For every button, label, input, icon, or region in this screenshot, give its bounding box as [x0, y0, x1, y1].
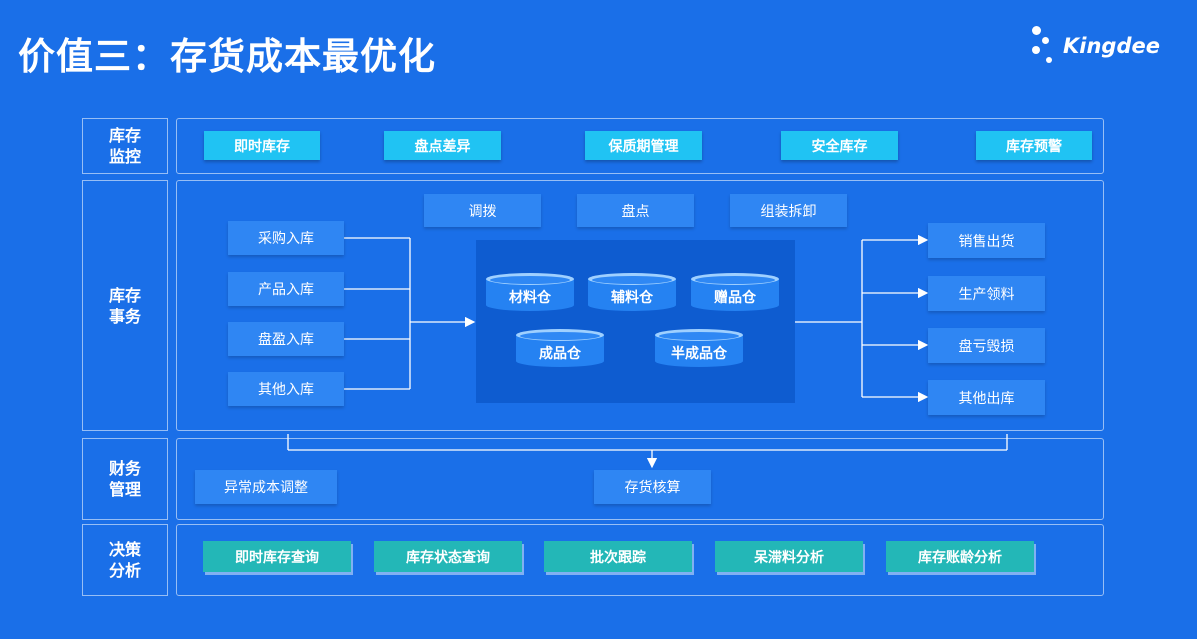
transaction-top-item[interactable]: 调拨: [424, 194, 541, 227]
section-label-analysis: 决策 分析: [82, 524, 168, 596]
warehouse-cylinder[interactable]: 半成品仓: [654, 328, 744, 368]
monitor-item[interactable]: 即时库存: [204, 131, 320, 160]
warehouse-label: 半成品仓: [671, 346, 727, 362]
warehouse-label: 赠品仓: [714, 290, 756, 306]
monitor-item[interactable]: 库存预警: [976, 131, 1092, 160]
finance-item[interactable]: 存货核算: [594, 470, 711, 504]
section-label-transactions: 库存 事务: [82, 180, 168, 431]
transaction-top-item[interactable]: 组装拆卸: [730, 194, 847, 227]
page-title: 价值三：存货成本最优化: [18, 35, 436, 78]
analysis-item[interactable]: 呆滞料分析: [715, 541, 863, 572]
analysis-panel: [176, 524, 1104, 596]
analysis-item[interactable]: 批次跟踪: [544, 541, 692, 572]
inbound-item[interactable]: 其他入库: [228, 372, 344, 406]
monitor-item[interactable]: 盘点差异: [384, 131, 501, 160]
outbound-item[interactable]: 生产领料: [928, 276, 1045, 311]
analysis-item[interactable]: 库存状态查询: [374, 541, 522, 572]
outbound-item[interactable]: 其他出库: [928, 380, 1045, 415]
section-label-monitor: 库存 监控: [82, 118, 168, 174]
inbound-item[interactable]: 采购入库: [228, 221, 344, 255]
finance-panel: [176, 438, 1104, 520]
warehouse-cylinder[interactable]: 赠品仓: [690, 272, 780, 312]
analysis-item[interactable]: 库存账龄分析: [886, 541, 1034, 572]
section-label-finance: 财务 管理: [82, 438, 168, 520]
warehouse-label: 成品仓: [539, 346, 581, 362]
warehouse-cylinder[interactable]: 成品仓: [515, 328, 605, 368]
inbound-item[interactable]: 产品入库: [228, 272, 344, 306]
transaction-top-item[interactable]: 盘点: [577, 194, 694, 227]
warehouse-area: [476, 240, 795, 403]
warehouse-label: 辅料仓: [611, 290, 653, 306]
transactions-panel: [176, 180, 1104, 431]
inbound-item[interactable]: 盘盈入库: [228, 322, 344, 356]
kingdee-logo: Kingdee: [1030, 24, 1170, 70]
analysis-item[interactable]: 即时库存查询: [203, 541, 351, 572]
finance-item[interactable]: 异常成本调整: [195, 470, 337, 504]
warehouse-cylinder[interactable]: 材料仓: [485, 272, 575, 312]
outbound-item[interactable]: 盘亏毁损: [928, 328, 1045, 363]
warehouse-cylinder[interactable]: 辅料仓: [587, 272, 677, 312]
monitor-item[interactable]: 保质期管理: [585, 131, 702, 160]
warehouse-label: 材料仓: [509, 290, 551, 306]
monitor-panel: [176, 118, 1104, 174]
logo-text: Kingdee: [1063, 34, 1160, 58]
outbound-item[interactable]: 销售出货: [928, 223, 1045, 258]
monitor-item[interactable]: 安全库存: [781, 131, 898, 160]
